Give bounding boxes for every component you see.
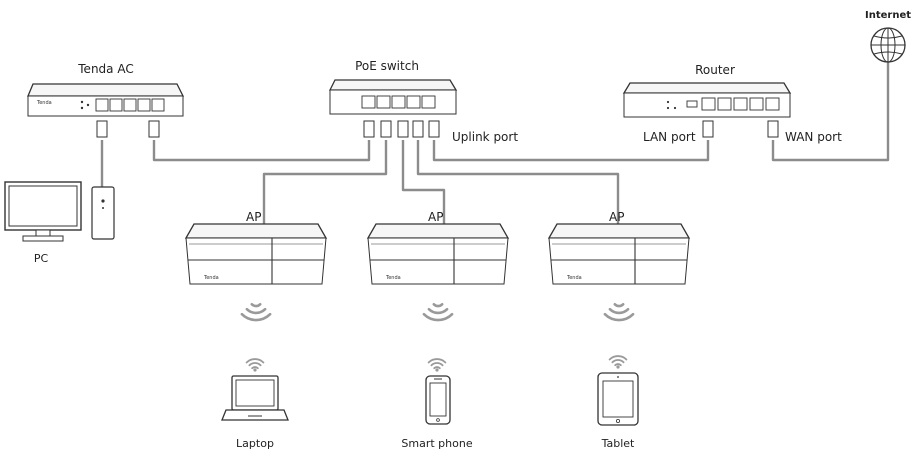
- poe-switch-plugs: [363, 120, 440, 138]
- cable-ac-to-switch: [152, 140, 371, 162]
- access-point-brand: Tenda: [203, 275, 219, 281]
- ap-wifi-signal-icon-3: [603, 303, 635, 322]
- tenda-ac-plugs: [96, 120, 160, 138]
- pc-label: PC: [34, 252, 49, 265]
- globe-icon: [870, 27, 906, 63]
- wan-port-label: WAN port: [785, 130, 842, 144]
- cable-uplink-to-lan: [432, 140, 710, 162]
- cable-switch-to-ap1: [262, 140, 388, 232]
- wifi-dot: [253, 368, 257, 372]
- internet-label: Internet: [865, 10, 911, 21]
- laptop-label: Laptop: [236, 437, 274, 450]
- pc-monitor-icon: [4, 181, 82, 242]
- smartphone-label: Smart phone: [401, 437, 472, 450]
- client-wifi-signal-icon-1: [245, 358, 265, 370]
- cable-wan-to-internet: [771, 62, 890, 162]
- wifi-dot: [616, 365, 620, 369]
- ap-wifi-signal-icon-1: [240, 303, 272, 322]
- tenda-ac-brand: Tenda: [36, 100, 52, 106]
- tenda-ac-label: Tenda AC: [77, 62, 133, 76]
- tenda-ac-ports: [95, 98, 165, 112]
- access-point-label: AP: [246, 210, 261, 224]
- router-ports: [701, 97, 780, 111]
- cables: [100, 62, 890, 232]
- router-device: [622, 82, 792, 118]
- router-plugs: [702, 120, 779, 138]
- access-point-label: AP: [428, 210, 443, 224]
- tablet-icon: [597, 372, 639, 426]
- client-wifi-signal-icon-2: [427, 358, 447, 370]
- lan-port-label: LAN port: [643, 130, 696, 144]
- laptop-icon: [221, 375, 289, 421]
- access-point-2: Tenda AP: [366, 210, 510, 285]
- tablet-label: Tablet: [601, 437, 635, 450]
- access-point-brand: Tenda: [385, 275, 401, 281]
- wifi-signals: [240, 303, 635, 372]
- cable-switch-to-ap3: [416, 140, 620, 232]
- poe-switch-ports: [361, 95, 436, 109]
- access-point-3: Tenda AP: [547, 210, 691, 285]
- router-label: Router: [695, 63, 735, 77]
- access-point-brand: Tenda: [566, 275, 582, 281]
- smartphone-icon: [425, 375, 451, 425]
- pc-unit-icon: [91, 186, 115, 240]
- access-point-label: AP: [609, 210, 624, 224]
- wifi-dot: [435, 368, 439, 372]
- ap-wifi-signal-icon-2: [422, 303, 454, 322]
- access-points: Tenda AP Tenda AP Tenda AP: [184, 210, 691, 285]
- client-wifi-signal-icon-3: [608, 355, 628, 367]
- cable-switch-to-ap2: [401, 140, 446, 232]
- tenda-ac-device: Tenda: [27, 83, 185, 117]
- uplink-port-label: Uplink port: [452, 130, 518, 144]
- poe-switch-device: [328, 79, 458, 115]
- poe-switch-label: PoE switch: [355, 59, 419, 73]
- access-point-1: Tenda AP: [184, 210, 328, 285]
